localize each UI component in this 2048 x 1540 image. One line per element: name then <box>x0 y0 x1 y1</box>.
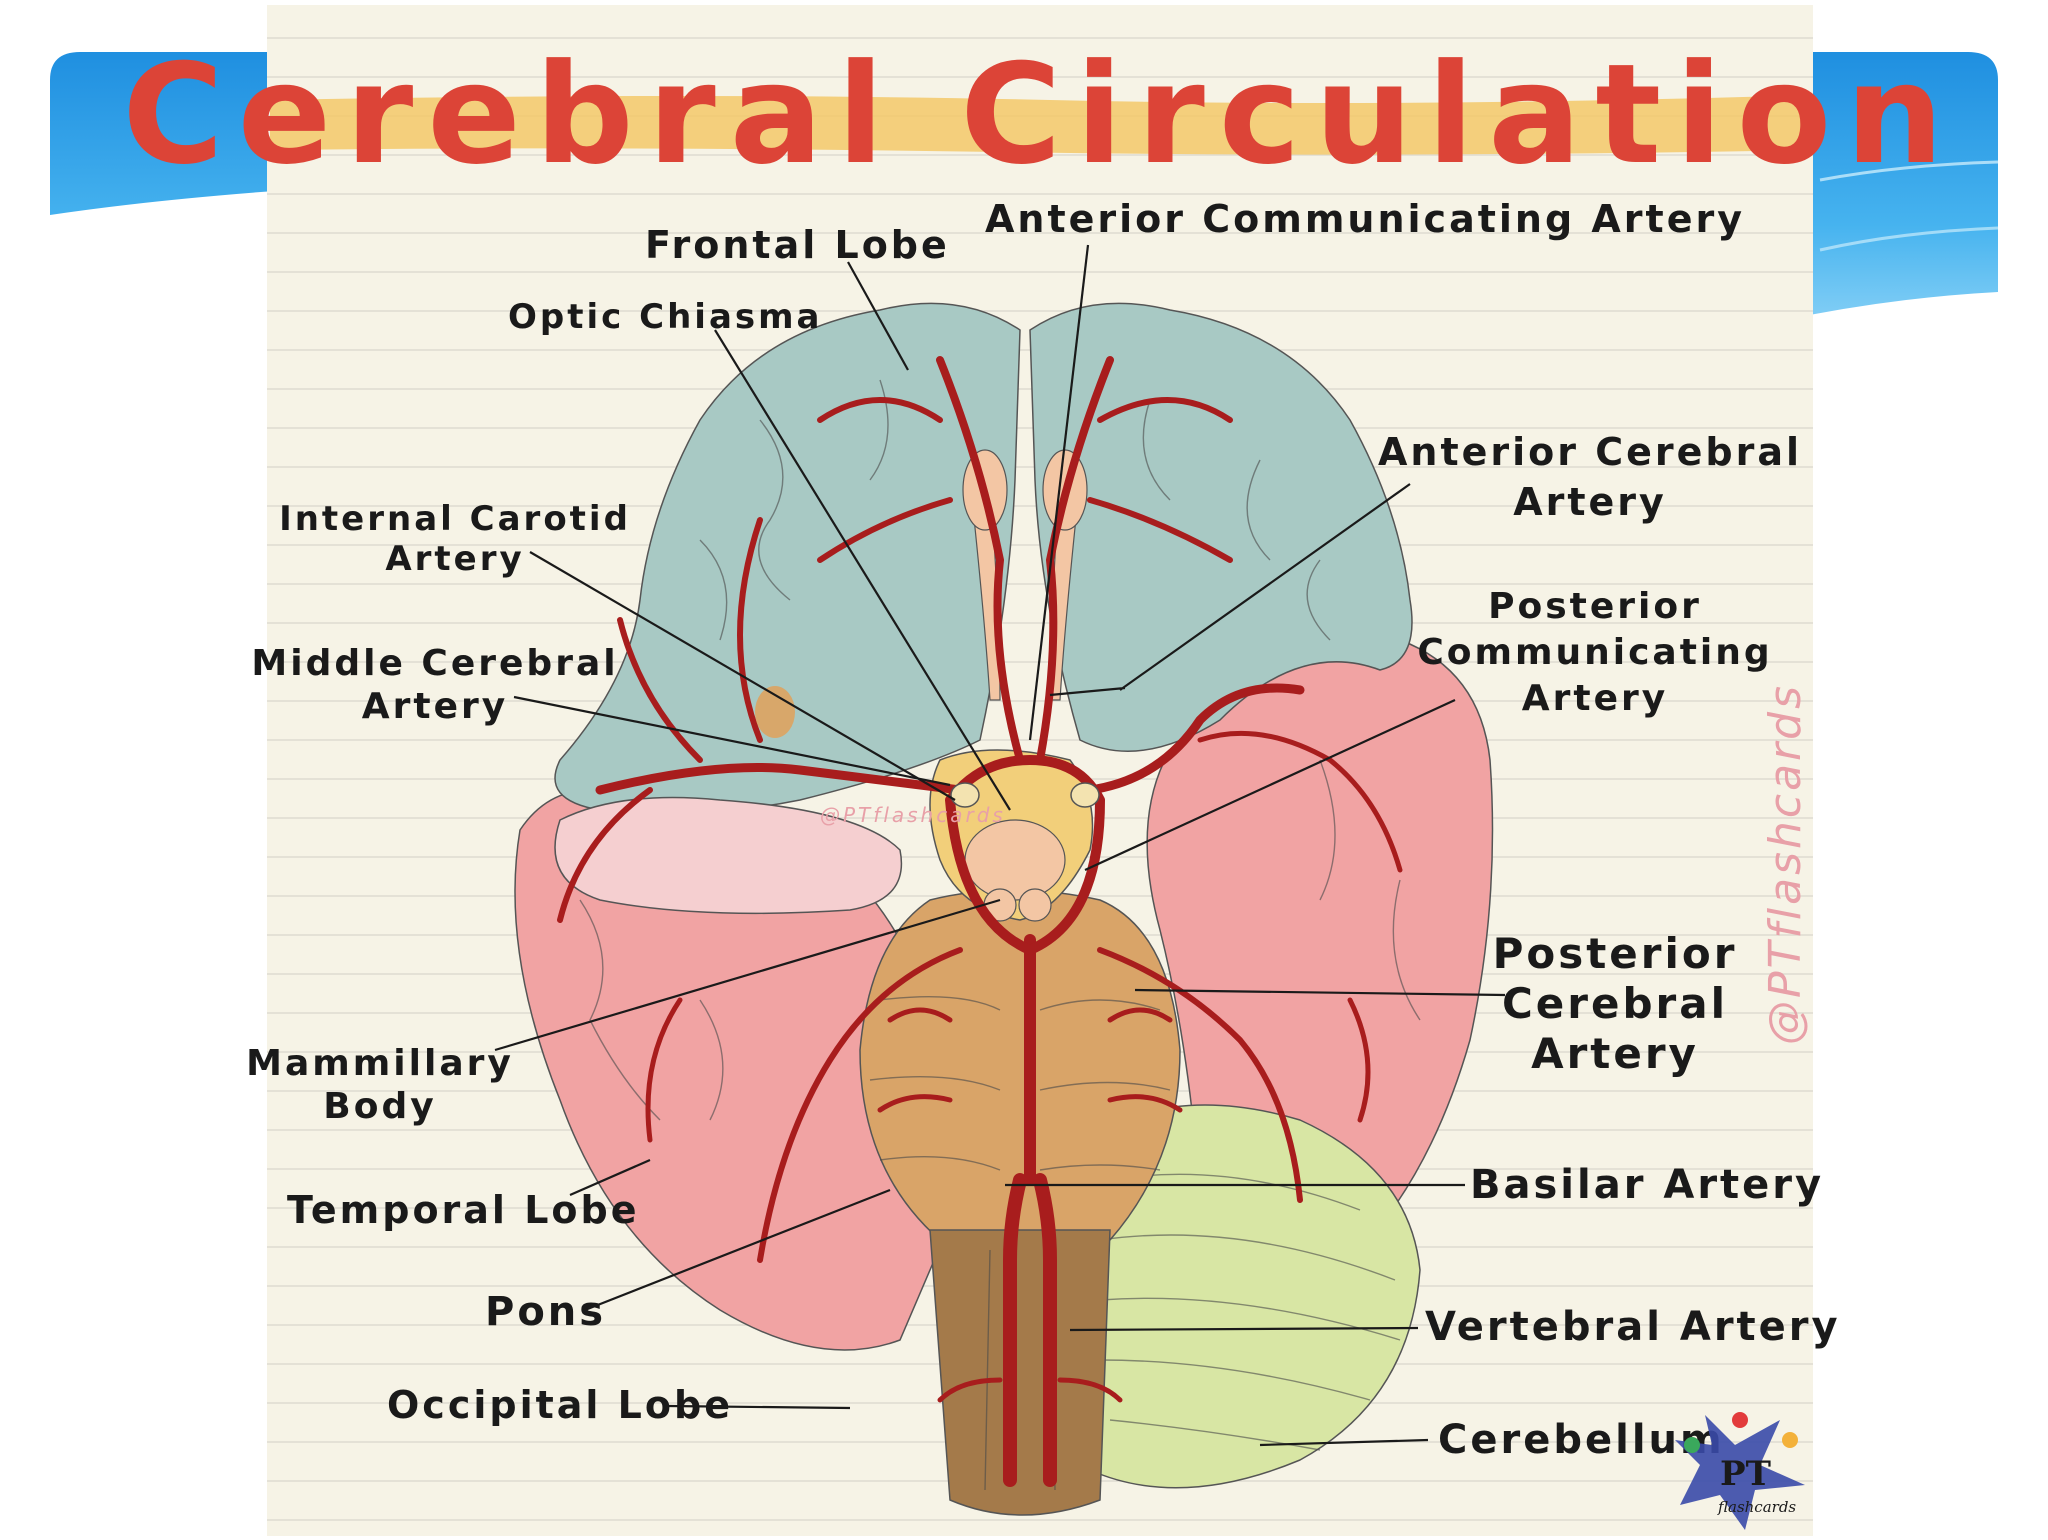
frontal-lobe-left <box>554 302 1021 815</box>
label-temporal-lobe: Temporal Lobe <box>287 1188 639 1232</box>
label-mammillary-body-line2: Body <box>323 1086 436 1127</box>
poster-title: Cerebral Circulation <box>122 34 1957 195</box>
label-internal-carotid-artery-line2: Artery <box>385 539 524 579</box>
label-middle-cerebral-artery-line1: Middle Cerebral <box>251 643 618 684</box>
label-pons: Pons <box>485 1289 606 1335</box>
label-anterior-cerebral-artery-line2: Artery <box>1513 480 1667 524</box>
logo-sub-text: flashcards <box>1717 1498 1796 1516</box>
uncus-left <box>554 796 903 915</box>
label-cerebellum: Cerebellum <box>1438 1417 1725 1463</box>
label-vertebral-artery: Vertebral Artery <box>1425 1304 1841 1350</box>
frontal-lobe-right <box>1029 302 1413 752</box>
label-anterior-communicating-artery: Anterior Communicating Artery <box>985 197 1745 241</box>
pt-flashcards-logo: PT flashcards <box>1675 1412 1805 1530</box>
label-middle-cerebral-artery-line2: Artery <box>362 686 508 727</box>
side-watermark: @PTflashcards <box>1760 683 1811 1045</box>
leader-lines <box>494 244 1506 1447</box>
label-internal-carotid-artery-line1: Internal Carotid <box>279 499 631 539</box>
label-posterior-communicating-artery-line2: Communicating <box>1417 632 1772 673</box>
label-mammillary-body-line1: Mammillary <box>246 1043 514 1084</box>
label-posterior-cerebral-artery-line3: Artery <box>1531 1029 1699 1078</box>
brain-illustration: @PTflashcards <box>514 302 1494 1516</box>
logo-main-text: PT <box>1720 1454 1771 1494</box>
label-frontal-lobe: Frontal Lobe <box>645 223 950 267</box>
label-posterior-communicating-artery-line3: Artery <box>1522 678 1668 719</box>
label-occipital-lobe: Occipital Lobe <box>387 1383 733 1427</box>
center-watermark: @PTflashcards <box>820 803 1006 827</box>
medulla-shape <box>929 1229 1111 1516</box>
title-highlight <box>270 95 1810 155</box>
cerebellum-shape <box>1059 1104 1421 1489</box>
label-posterior-cerebral-artery-line2: Cerebral <box>1502 979 1728 1028</box>
label-posterior-communicating-artery-line1: Posterior <box>1488 586 1702 627</box>
label-anterior-cerebral-artery-line1: Anterior Cerebral <box>1378 430 1802 474</box>
artery-network <box>557 356 1403 1487</box>
title-text: Cerebral Circulation <box>122 34 1957 195</box>
labels: Frontal Lobe Anterior Communicating Arte… <box>246 197 1841 1463</box>
label-optic-chiasma: Optic Chiasma <box>508 297 823 337</box>
label-basilar-artery: Basilar Artery <box>1470 1162 1824 1208</box>
label-posterior-cerebral-artery-line1: Posterior <box>1493 929 1738 978</box>
